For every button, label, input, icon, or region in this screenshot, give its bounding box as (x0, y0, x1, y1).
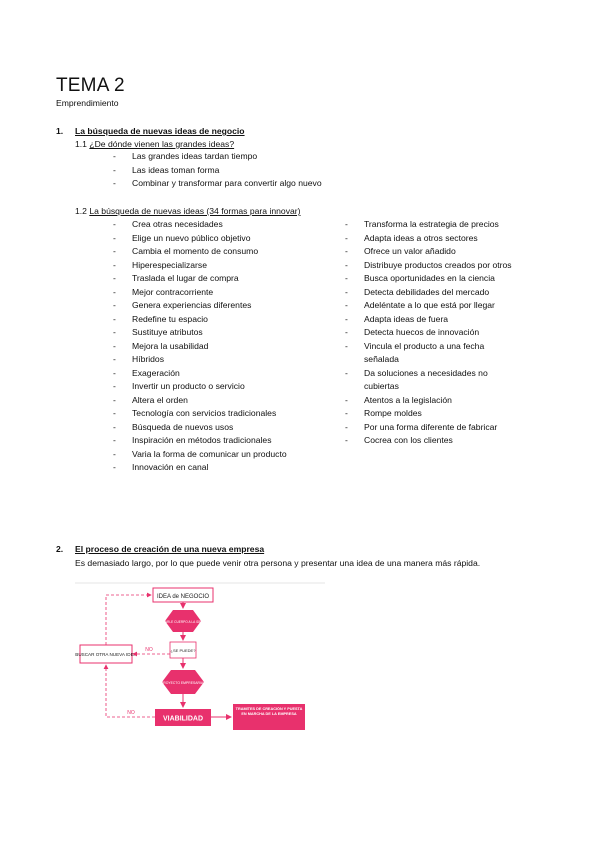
section-1-title: La búsqueda de nuevas ideas de negocio (75, 126, 245, 136)
innovation-left-item: Redefine tu espacio (113, 313, 291, 327)
innovation-left-item: Hiperespecializarse (113, 259, 291, 273)
section-1-number: 1. (56, 126, 64, 136)
innovation-left-item: Búsqueda de nuevos usos (113, 421, 291, 435)
innovation-left-item: Híbridos (113, 353, 291, 367)
innovation-right-item: Adapta ideas a otros sectores (345, 232, 520, 246)
subsection-1-1-list: Las grandes ideas tardan tiempoLas ideas… (113, 150, 413, 191)
innovation-left-item: Cambia el momento de consumo (113, 245, 291, 259)
innovation-left-item: Elige un nuevo público objetivo (113, 232, 291, 246)
innovation-right-item: Adapta ideas de fuera (345, 313, 520, 327)
section-2-number: 2. (56, 544, 64, 554)
arrow-buscar-idea (105, 592, 152, 645)
innovation-list-left: Crea otras necesidadesElige un nuevo púb… (113, 218, 291, 475)
hex2-label: PROYECTO EMPRESARIAL (161, 681, 205, 685)
innovation-left-item: Tecnología con servicios tradicionales (113, 407, 291, 421)
innovation-left-item: Invertir un producto o servicio (113, 380, 291, 394)
innovation-left-item: Inspiración en métodos tradicionales (113, 434, 291, 448)
innovation-right-item: Ofrece un valor añadido (345, 245, 520, 259)
section-2-paragraph: Es demasiado largo, por lo que puede ven… (75, 558, 481, 568)
innovation-left-item: Exageración (113, 367, 291, 381)
viabilidad-node (155, 709, 211, 726)
innovation-right-item: Distribuye productos creados por otros (345, 259, 520, 273)
innovation-left-item: Mejor contracorriente (113, 286, 291, 300)
subsection-1-2-number: 1.2 (75, 206, 87, 216)
business-creation-diagram: IDEA de NEGOCIO DARLE CUERPO A LA IDEA ¿… (75, 582, 325, 737)
diagram-svg: IDEA de NEGOCIO DARLE CUERPO A LA IDEA ¿… (75, 582, 325, 730)
innovation-left-item: Genera experiencias diferentes (113, 299, 291, 313)
innovation-right-item: Rompe moldes (345, 407, 520, 421)
subsection-1-1-item: Las grandes ideas tardan tiempo (113, 150, 413, 164)
no-label-1: NO (145, 647, 153, 653)
page-subtitle: Emprendimiento (56, 98, 119, 108)
innovation-left-item: Varia la forma de comunicar un producto (113, 448, 291, 462)
innovation-left-item: Crea otras necesidades (113, 218, 291, 232)
buscar-label: BUSCAR OTRA NUEVA IDEA (75, 652, 137, 657)
innovation-right-item: Atentos a la legislación (345, 394, 520, 408)
innovation-right-item: Detecta huecos de innovación (345, 326, 520, 340)
arrow-viabilidad-buscar (103, 664, 155, 718)
tramites-label: TRAMITES DE CREACIÓN Y PUESTA EN MARCHA … (235, 707, 303, 716)
innovation-right-item: Cocrea con los clientes (345, 434, 520, 448)
subsection-1-1-item: Combinar y transformar para convertir al… (113, 177, 413, 191)
tramites-node (233, 704, 305, 730)
section-2-title: El proceso de creación de una nueva empr… (75, 544, 265, 554)
innovation-list-right: Transforma la estrategia de preciosAdapt… (345, 218, 520, 448)
hex1-label: DARLE CUERPO A LA IDEA (163, 620, 205, 624)
subsection-1-1-number: 1.1 (75, 139, 87, 149)
innovation-right-item: Vincula el producto a una fecha señalada (345, 340, 520, 367)
page-title: TEMA 2 (56, 75, 125, 96)
no-label-2: NO (127, 710, 135, 716)
innovation-right-item: Por una forma diferente de fabricar (345, 421, 520, 435)
viabilidad-label: VIABILIDAD (163, 716, 203, 723)
innovation-left-item: Traslada el lugar de compra (113, 272, 291, 286)
subsection-1-2-heading: 1.2 La búsqueda de nuevas ideas (34 form… (75, 206, 301, 216)
innovation-right-item: Adeléntate a lo que está por llegar (345, 299, 520, 313)
innovation-left-item: Innovación en canal (113, 461, 291, 475)
subsection-1-2-title: La búsqueda de nuevas ideas (34 formas p… (89, 206, 301, 216)
innovation-left-item: Altera el orden (113, 394, 291, 408)
tramites-label-box: TRAMITES DE CREACIÓN Y PUESTA EN MARCHA … (235, 707, 303, 716)
innovation-right-item: Da soluciones a necesidades no cubiertas (345, 367, 520, 394)
subsection-1-1-item: Las ideas toman forma (113, 164, 413, 178)
innovation-left-item: Sustituye atributos (113, 326, 291, 340)
innovation-right-item: Busca oportunidades en la ciencia (345, 272, 520, 286)
subsection-1-1-heading: 1.1 ¿De dónde vienen las grandes ideas? (75, 139, 234, 149)
hex1-node (165, 610, 201, 632)
subsection-1-1-title: ¿De dónde vienen las grandes ideas? (89, 139, 235, 149)
decision-label: ¿SE PUEDE? (171, 648, 197, 653)
idea-node-label: IDEA de NEGOCIO (157, 594, 209, 600)
hex2-node (162, 670, 204, 694)
innovation-right-item: Detecta debilidades del mercado (345, 286, 520, 300)
innovation-left-item: Mejora la usabilidad (113, 340, 291, 354)
innovation-right-item: Transforma la estrategia de precios (345, 218, 520, 232)
